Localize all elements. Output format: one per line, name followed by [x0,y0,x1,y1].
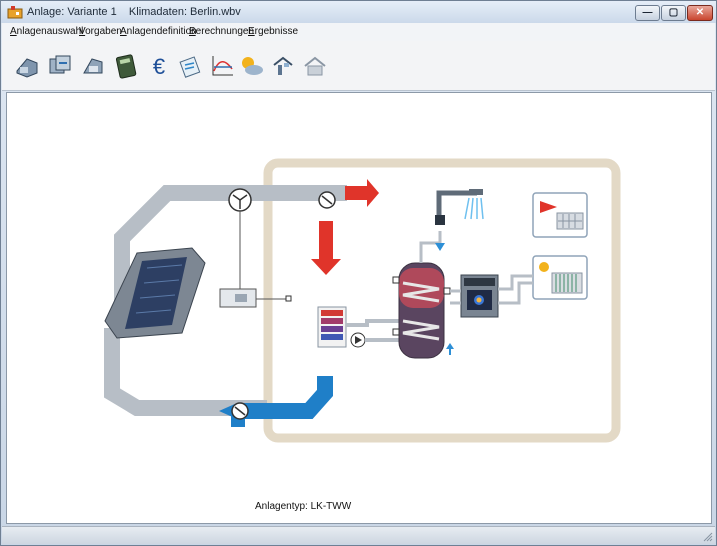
system-diagram-canvas: Anlagentyp: LK-TWW [6,92,712,524]
cold-water-arrow [446,343,454,349]
fan-blades [232,194,248,209]
system-type-label: Anlagentyp: LK-TWW [255,501,352,512]
euro-icon[interactable]: € [146,53,172,79]
save-plant-icon[interactable] [80,53,106,79]
menu-anlagenauswahl[interactable]: Anlagenauswahl [10,26,83,37]
status-bar [2,526,715,544]
chart-icon[interactable] [209,53,235,79]
menu-mnemonic: E [248,26,255,37]
close-button[interactable]: ✕ [687,5,713,21]
maximize-button[interactable]: ▢ [661,5,686,21]
menu-mnemonic: A [120,26,127,37]
copy-variant-icon[interactable] [47,53,73,79]
minimize-button[interactable]: — [635,5,660,21]
hot-water-arrow [435,243,445,251]
outdoor-air-duct[interactable] [114,185,347,328]
heat-recovery-unit[interactable] [104,247,206,339]
menu-label: rgebnisse [254,26,299,37]
heating-coil[interactable] [317,306,347,348]
pump-arrow [355,336,362,344]
menu-mnemonic: V [79,26,86,37]
menu-ergebnisse[interactable]: Ergebnisse [248,26,298,37]
menu-bar: Anlagenauswahl Vorgaben Anlagendefinitio… [2,23,715,41]
weather-icon[interactable] [238,53,264,79]
toolbar: € [2,41,715,91]
supply-air-down-arrow [311,221,341,275]
damper-supply-blade [321,195,333,205]
building-wall [263,158,621,443]
title-bar[interactable]: Anlage: Variante 1 Klimadaten: Berlin.wb… [1,1,716,23]
maximize-icon: ▢ [668,7,679,18]
svg-text:€: € [153,54,165,79]
wind-solar-panel[interactable] [532,192,588,238]
calculator-icon[interactable] [113,53,139,79]
menu-berechnungen[interactable]: Berechnungen [189,26,254,37]
extract-air-duct [237,376,333,419]
radiator-return-pipe [498,281,533,305]
damper-exhaust-blade [234,406,246,416]
note-icon[interactable] [177,53,203,79]
supply-air-arrow [345,179,379,207]
menu-label: orgaben [85,26,122,37]
ventilation-system-diagram [104,158,621,443]
sensor-icon [285,295,292,302]
coil-supply-pipe [346,319,399,327]
radiator-supply-pipe [498,274,533,291]
menu-mnemonic: B [189,26,196,37]
boiler-pipes [450,289,461,305]
menu-label: nlagendefinition [126,26,197,37]
menu-vorgaben[interactable]: Vorgaben [79,26,122,37]
window-title: Anlage: Variante 1 Klimadaten: Berlin.wb… [27,6,241,18]
exhaust-duct[interactable] [104,328,267,416]
menu-label: nlagenauswahl [16,26,84,37]
app-icon [7,6,23,19]
controller-display [235,294,247,302]
boiler-unit[interactable] [460,274,499,318]
menu-label: erechnungen [195,26,255,37]
house-icon[interactable] [302,53,328,79]
menu-mnemonic: A [10,26,17,37]
shower-outlet [435,189,484,225]
menu-anlagendefinition[interactable]: Anlagendefinition [120,26,197,37]
tank-outlet-pipe [419,231,442,263]
radiator-panel[interactable] [532,255,588,300]
minimize-icon: — [642,7,653,18]
open-plant-icon[interactable] [14,53,40,79]
close-icon: ✕ [695,7,705,18]
hot-water-storage-tank[interactable] [392,262,451,359]
resize-grip-icon[interactable] [701,530,713,542]
house-settings-icon[interactable] [270,53,296,79]
